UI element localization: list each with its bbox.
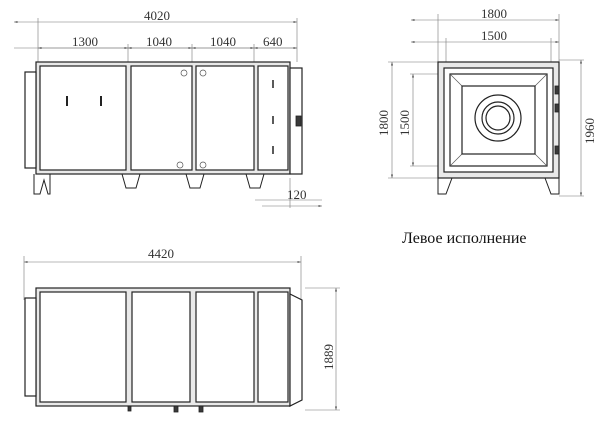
foot bbox=[245, 173, 265, 189]
caption-left-version: Левое исполнение bbox=[402, 230, 526, 247]
dim-label-1040-a: 1040 bbox=[146, 34, 172, 49]
dim-label-120: 120 bbox=[287, 187, 307, 202]
foot bbox=[437, 177, 453, 195]
dim-label-1040-b: 1040 bbox=[210, 34, 236, 49]
foot bbox=[544, 177, 560, 195]
dim-label-4420: 4420 bbox=[148, 246, 174, 261]
dim-label-1800-h: 1800 bbox=[376, 110, 391, 136]
foot bbox=[33, 174, 51, 195]
foot bbox=[185, 173, 205, 189]
front-elevation: 4020 1300 1040 1040 640 120 bbox=[14, 8, 322, 208]
dim-label-1500-h: 1500 bbox=[397, 110, 412, 136]
dim-label-1300: 1300 bbox=[72, 34, 98, 49]
dim-label-1800-w: 1800 bbox=[481, 6, 507, 21]
inlet-flange bbox=[24, 297, 37, 397]
inlet-flange bbox=[24, 71, 37, 169]
dim-label-1889: 1889 bbox=[321, 344, 336, 370]
foot bbox=[121, 173, 141, 189]
dim-label-1500-w: 1500 bbox=[481, 28, 507, 43]
dim-label-1960: 1960 bbox=[582, 118, 597, 144]
end-elevation: 1800 1500 1800 1500 1960 Левое исполнени… bbox=[376, 6, 597, 247]
dim-label-640: 640 bbox=[263, 34, 283, 49]
plan-view: 4420 1889 bbox=[23, 246, 340, 413]
outlet-flange bbox=[289, 293, 303, 407]
dim-label-4020: 4020 bbox=[144, 8, 170, 23]
